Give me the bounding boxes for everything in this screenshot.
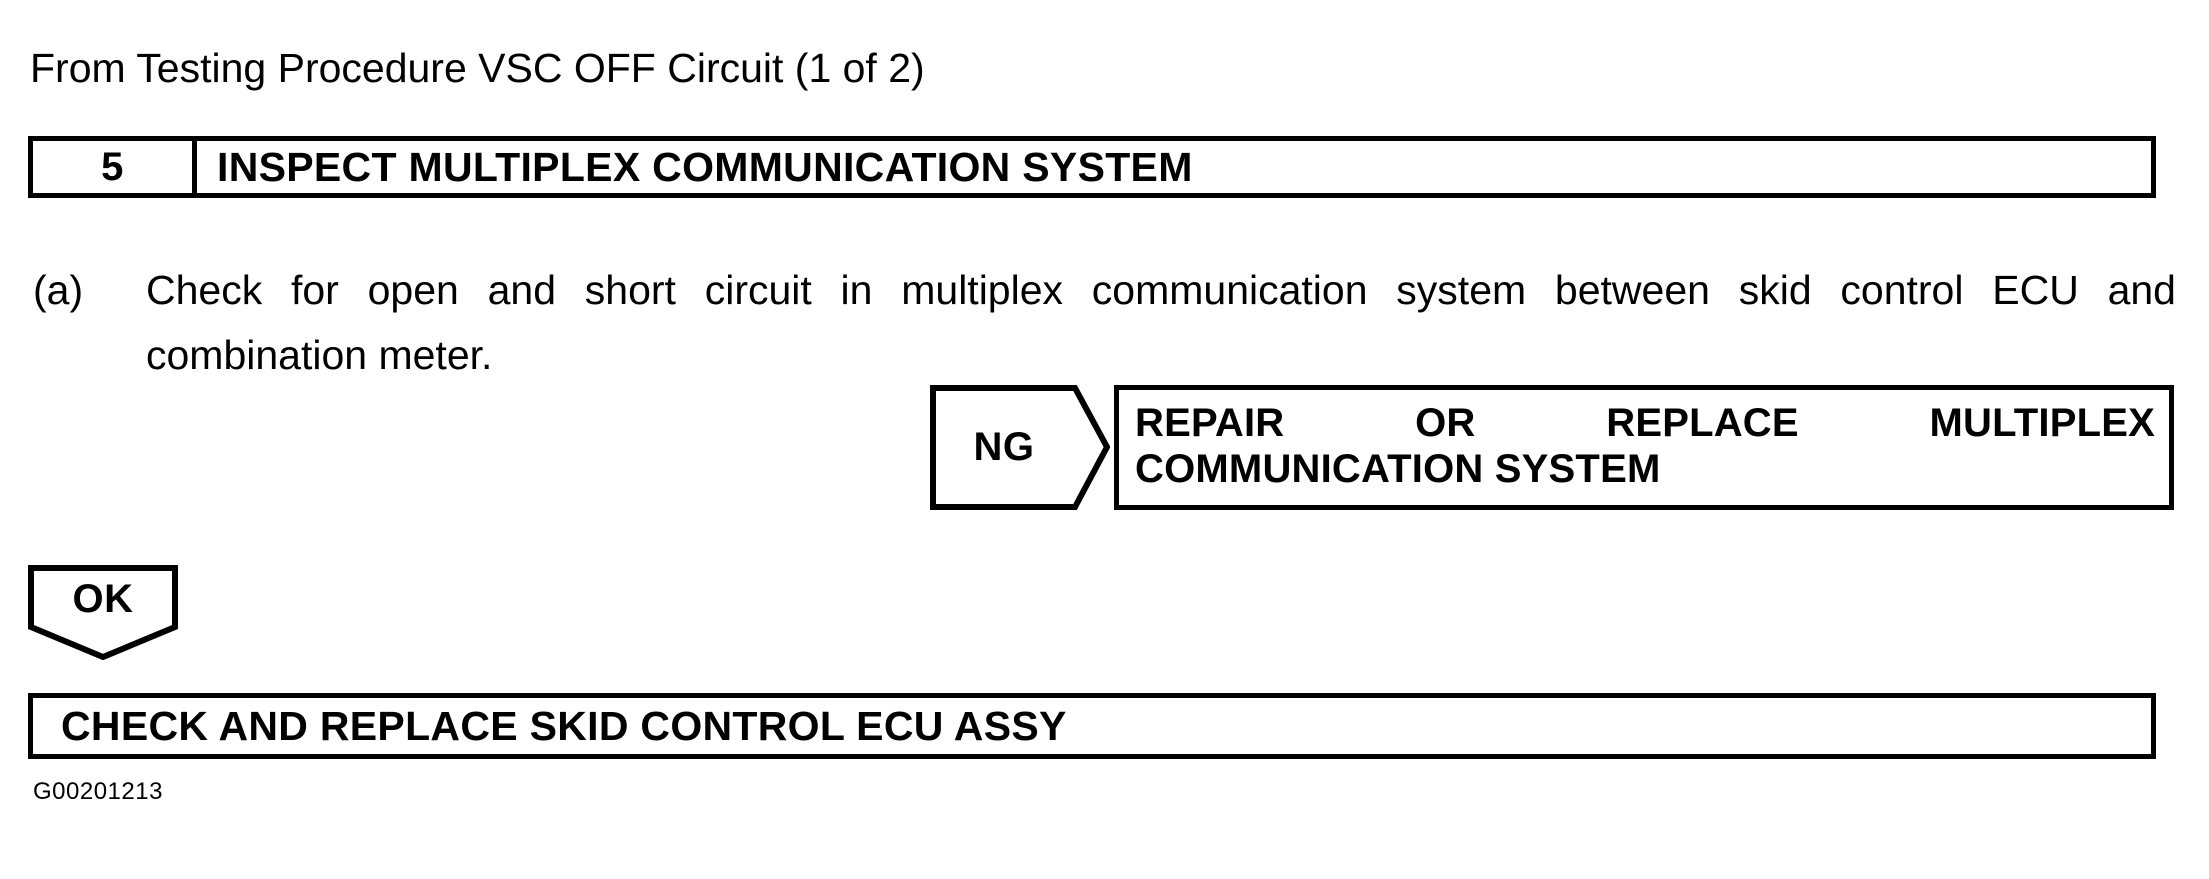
ng-chevron-arrow: NG xyxy=(930,385,1110,510)
ng-result-line-1: REPAIR OR REPLACE MULTIPLEX xyxy=(1135,401,2155,445)
step-number-cell: 5 xyxy=(33,141,197,193)
ng-label: NG xyxy=(973,425,1035,469)
instruction-body: Check for open and short circuit in mult… xyxy=(146,258,2176,388)
ok-label: OK xyxy=(72,576,134,621)
step-title-cell: INSPECT MULTIPLEX COMMUNICATION SYSTEM xyxy=(217,143,1193,190)
instruction-line-1: Check for open and short circuit in mult… xyxy=(146,267,2176,313)
instruction-line-2: combination meter. xyxy=(146,332,493,378)
instruction-block: (a) Check for open and short circuit in … xyxy=(33,258,2176,388)
ng-result-box: REPAIR OR REPLACE MULTIPLEX COMMUNICATIO… xyxy=(1114,385,2174,510)
ng-result-line-2: COMMUNICATION SYSTEM xyxy=(1135,447,1661,491)
final-outcome-box: CHECK AND REPLACE SKID CONTROL ECU ASSY xyxy=(28,693,2156,759)
ok-chevron-shape xyxy=(28,565,178,660)
ng-chevron-shape xyxy=(930,385,1110,510)
ng-branch-row: NG REPAIR OR REPLACE MULTIPLEX COMMUNICA… xyxy=(930,385,2174,510)
source-reference-line: From Testing Procedure VSC OFF Circuit (… xyxy=(30,45,925,91)
final-outcome-text: CHECK AND REPLACE SKID CONTROL ECU ASSY xyxy=(61,702,1067,749)
step-header-box: 5 INSPECT MULTIPLEX COMMUNICATION SYSTEM xyxy=(28,136,2156,198)
instruction-marker: (a) xyxy=(33,267,84,313)
ok-chevron-arrow: OK xyxy=(28,565,178,660)
figure-id-label: G00201213 xyxy=(33,778,163,805)
